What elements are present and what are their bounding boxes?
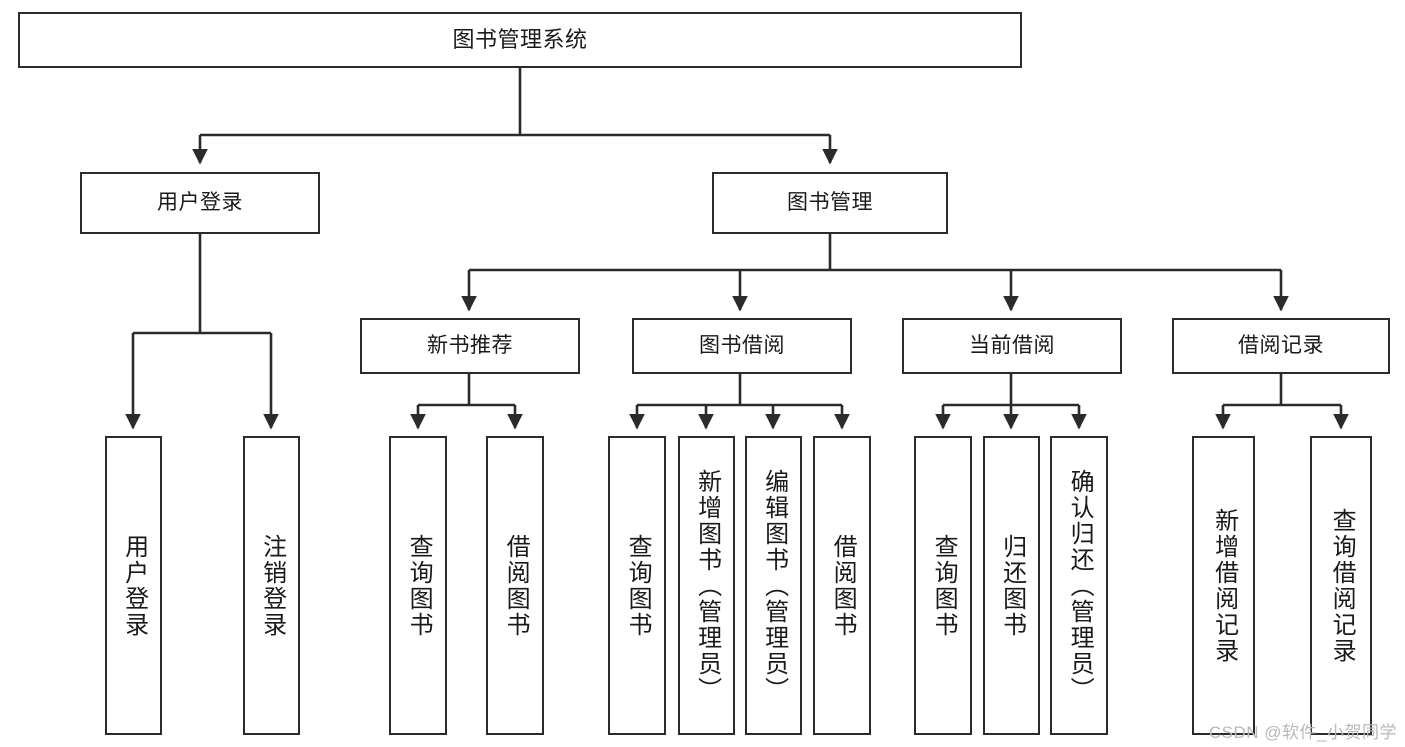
node-root-system[interactable]: 图书管理系统	[18, 12, 1022, 68]
node-leaf-return-book[interactable]: 归还图书	[983, 436, 1040, 735]
node-book-management[interactable]: 图书管理	[712, 172, 948, 234]
node-label: 新增图书（管理员）	[693, 468, 721, 703]
node-book-borrow[interactable]: 图书借阅	[632, 318, 852, 374]
node-label: 新书推荐	[427, 333, 513, 357]
node-borrow-records[interactable]: 借阅记录	[1172, 318, 1390, 374]
node-leaf-add-record[interactable]: 新增借阅记录	[1192, 436, 1255, 735]
node-label: 确认归还（管理员）	[1066, 468, 1094, 703]
node-label: 注销登录	[258, 533, 286, 638]
node-label: 查询图书	[624, 533, 652, 638]
node-label: 借阅图书	[502, 533, 530, 638]
node-label: 当前借阅	[969, 333, 1055, 357]
node-label: 新增借阅记录	[1210, 507, 1238, 664]
node-leaf-query-book-1[interactable]: 查询图书	[389, 436, 447, 735]
node-label: 借阅记录	[1238, 333, 1324, 357]
node-label: 编辑图书（管理员）	[760, 468, 788, 703]
node-label: 用户登录	[120, 533, 148, 638]
node-leaf-borrow-book-2[interactable]: 借阅图书	[813, 436, 871, 735]
node-label: 图书管理	[787, 190, 873, 214]
node-label: 查询借阅记录	[1328, 507, 1356, 664]
node-current-borrow[interactable]: 当前借阅	[902, 318, 1122, 374]
node-leaf-query-record[interactable]: 查询借阅记录	[1310, 436, 1372, 735]
watermark-text: CSDN @软件_小贺同学	[1208, 723, 1397, 742]
node-label: 图书管理系统	[452, 27, 588, 53]
node-new-book-recommend[interactable]: 新书推荐	[360, 318, 580, 374]
node-label: 图书借阅	[699, 333, 785, 357]
node-leaf-confirm-return[interactable]: 确认归还（管理员）	[1050, 436, 1108, 735]
node-leaf-user-logout[interactable]: 注销登录	[243, 436, 300, 735]
node-label: 查询图书	[405, 533, 433, 638]
node-label: 归还图书	[998, 533, 1026, 638]
node-leaf-user-login[interactable]: 用户登录	[105, 436, 162, 735]
node-label: 借阅图书	[829, 533, 857, 638]
node-label: 用户登录	[157, 190, 243, 214]
node-leaf-query-book-3[interactable]: 查询图书	[914, 436, 972, 735]
node-label: 查询图书	[930, 533, 958, 638]
node-leaf-borrow-book-1[interactable]: 借阅图书	[486, 436, 544, 735]
node-user-login[interactable]: 用户登录	[80, 172, 320, 234]
node-leaf-query-book-2[interactable]: 查询图书	[608, 436, 666, 735]
node-leaf-add-book[interactable]: 新增图书（管理员）	[678, 436, 735, 735]
node-leaf-edit-book[interactable]: 编辑图书（管理员）	[745, 436, 802, 735]
